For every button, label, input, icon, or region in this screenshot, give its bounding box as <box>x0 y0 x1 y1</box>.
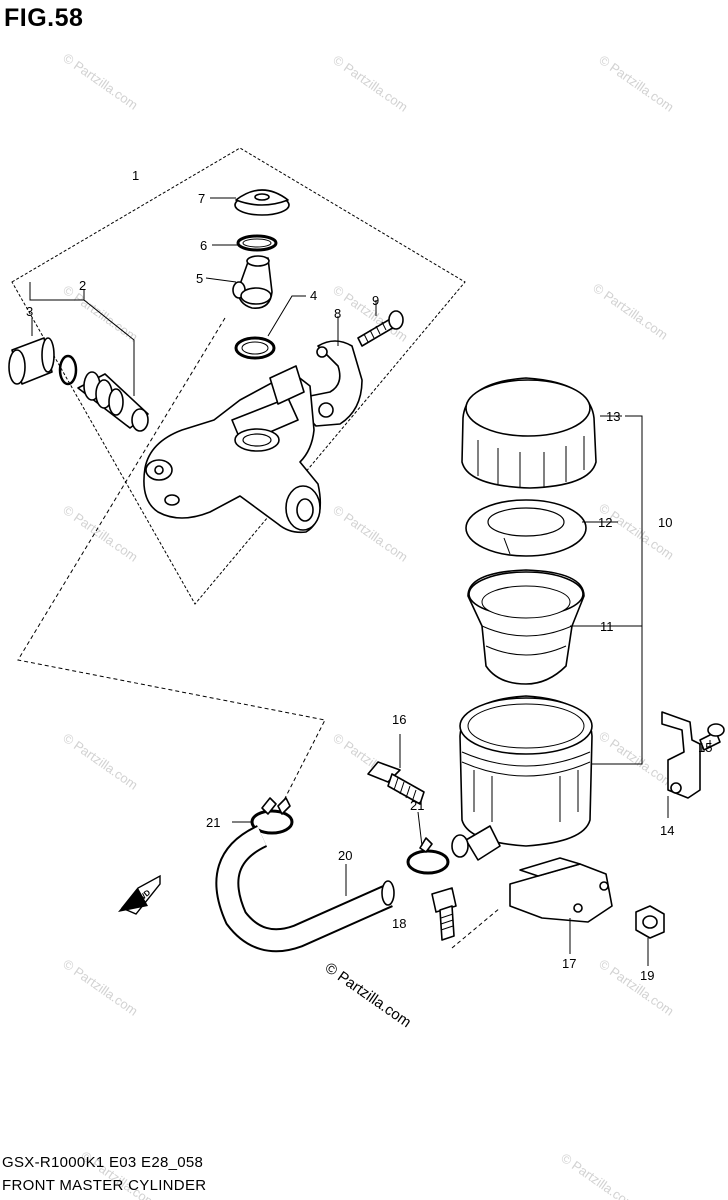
callout-11: 11 <box>600 619 614 634</box>
watermark: © Partzilla.com <box>558 1150 638 1200</box>
part-o-ring <box>234 336 276 360</box>
part-reservoir-bolt <box>367 761 425 805</box>
callout-14: 14 <box>660 823 674 838</box>
forward-direction-arrow: FWD <box>118 874 161 915</box>
part-circlip-ring <box>236 234 278 252</box>
part-circlip <box>58 354 78 386</box>
part-hose-clip-upper <box>250 797 294 835</box>
part-reservoir-bracket <box>661 711 701 799</box>
holder-bolt-guide-line <box>451 907 501 949</box>
callout-21: 21 <box>410 798 424 813</box>
part-piston-cup <box>8 337 55 385</box>
hose-routing-line <box>17 317 326 809</box>
part-diaphragm <box>467 569 585 685</box>
part-hose-clip-lower <box>406 837 450 875</box>
part-hose-connector <box>232 255 273 309</box>
callout-21: 21 <box>206 815 220 830</box>
watermark: © Partzilla.com <box>60 730 140 793</box>
callout-12: 12 <box>598 515 612 530</box>
watermark: © Partzilla.com <box>60 502 140 565</box>
figure-label: FIG.58 <box>4 4 84 32</box>
watermark: © Partzilla.com <box>330 502 410 565</box>
callout-18: 18 <box>392 916 406 931</box>
callout-3: 3 <box>26 304 33 319</box>
callout-15: 15 <box>698 740 712 755</box>
callout-6: 6 <box>200 238 207 253</box>
leader-lines <box>29 197 711 966</box>
model-code: GSX-R1000K1 E03 E28_058 <box>2 1154 204 1171</box>
part-diaphragm-plate <box>465 499 587 557</box>
part-master-cylinder-body <box>143 365 322 534</box>
watermark: © Partzilla.com <box>330 52 410 115</box>
part-reservoir-hose <box>215 825 395 953</box>
callout-16: 16 <box>392 712 406 727</box>
part-holder-nut <box>635 905 665 939</box>
part-reservoir-holder <box>509 857 613 923</box>
part-holder-clamp <box>306 340 363 427</box>
watermark: © Partzilla.com <box>60 956 140 1019</box>
callout-8: 8 <box>334 306 341 321</box>
reservoir-group-bracket <box>565 415 643 765</box>
watermark: © Partzilla.com <box>590 280 670 343</box>
callout-9: 9 <box>372 293 379 308</box>
watermark: © Partzilla.com <box>596 52 676 115</box>
part-holder-bolt <box>431 887 457 941</box>
part-piston-assembly <box>77 371 149 432</box>
part-reservoir-cap <box>461 377 597 489</box>
callout-13: 13 <box>606 409 620 424</box>
part-cap <box>234 189 290 216</box>
callout-19: 19 <box>640 968 654 983</box>
assembly-name: FRONT MASTER CYLINDER <box>2 1177 207 1194</box>
callout-20: 20 <box>338 848 352 863</box>
copyright-mark: © Partzilla.com <box>322 959 415 1031</box>
callout-5: 5 <box>196 271 203 286</box>
callout-numbers: 1 2 3 4 5 6 7 8 9 10 11 12 13 14 15 16 1… <box>26 168 712 983</box>
callout-10: 10 <box>658 515 672 530</box>
callout-17: 17 <box>562 956 576 971</box>
callout-4: 4 <box>310 288 317 303</box>
watermark: © Partzilla.com <box>60 50 140 113</box>
part-screw <box>357 310 404 347</box>
callout-7: 7 <box>198 191 205 206</box>
callout-1: 1 <box>132 168 139 183</box>
callout-2: 2 <box>79 278 86 293</box>
part-reservoir-tank <box>451 695 593 861</box>
master-cylinder-assembly-outline <box>11 147 466 605</box>
watermark-layer: © Partzilla.com © Partzilla.com © Partzi… <box>60 50 676 1200</box>
watermark: © Partzilla.com <box>596 728 676 791</box>
watermark: © Partzilla.com <box>596 956 676 1019</box>
watermark: © Partzilla.com <box>596 500 676 563</box>
